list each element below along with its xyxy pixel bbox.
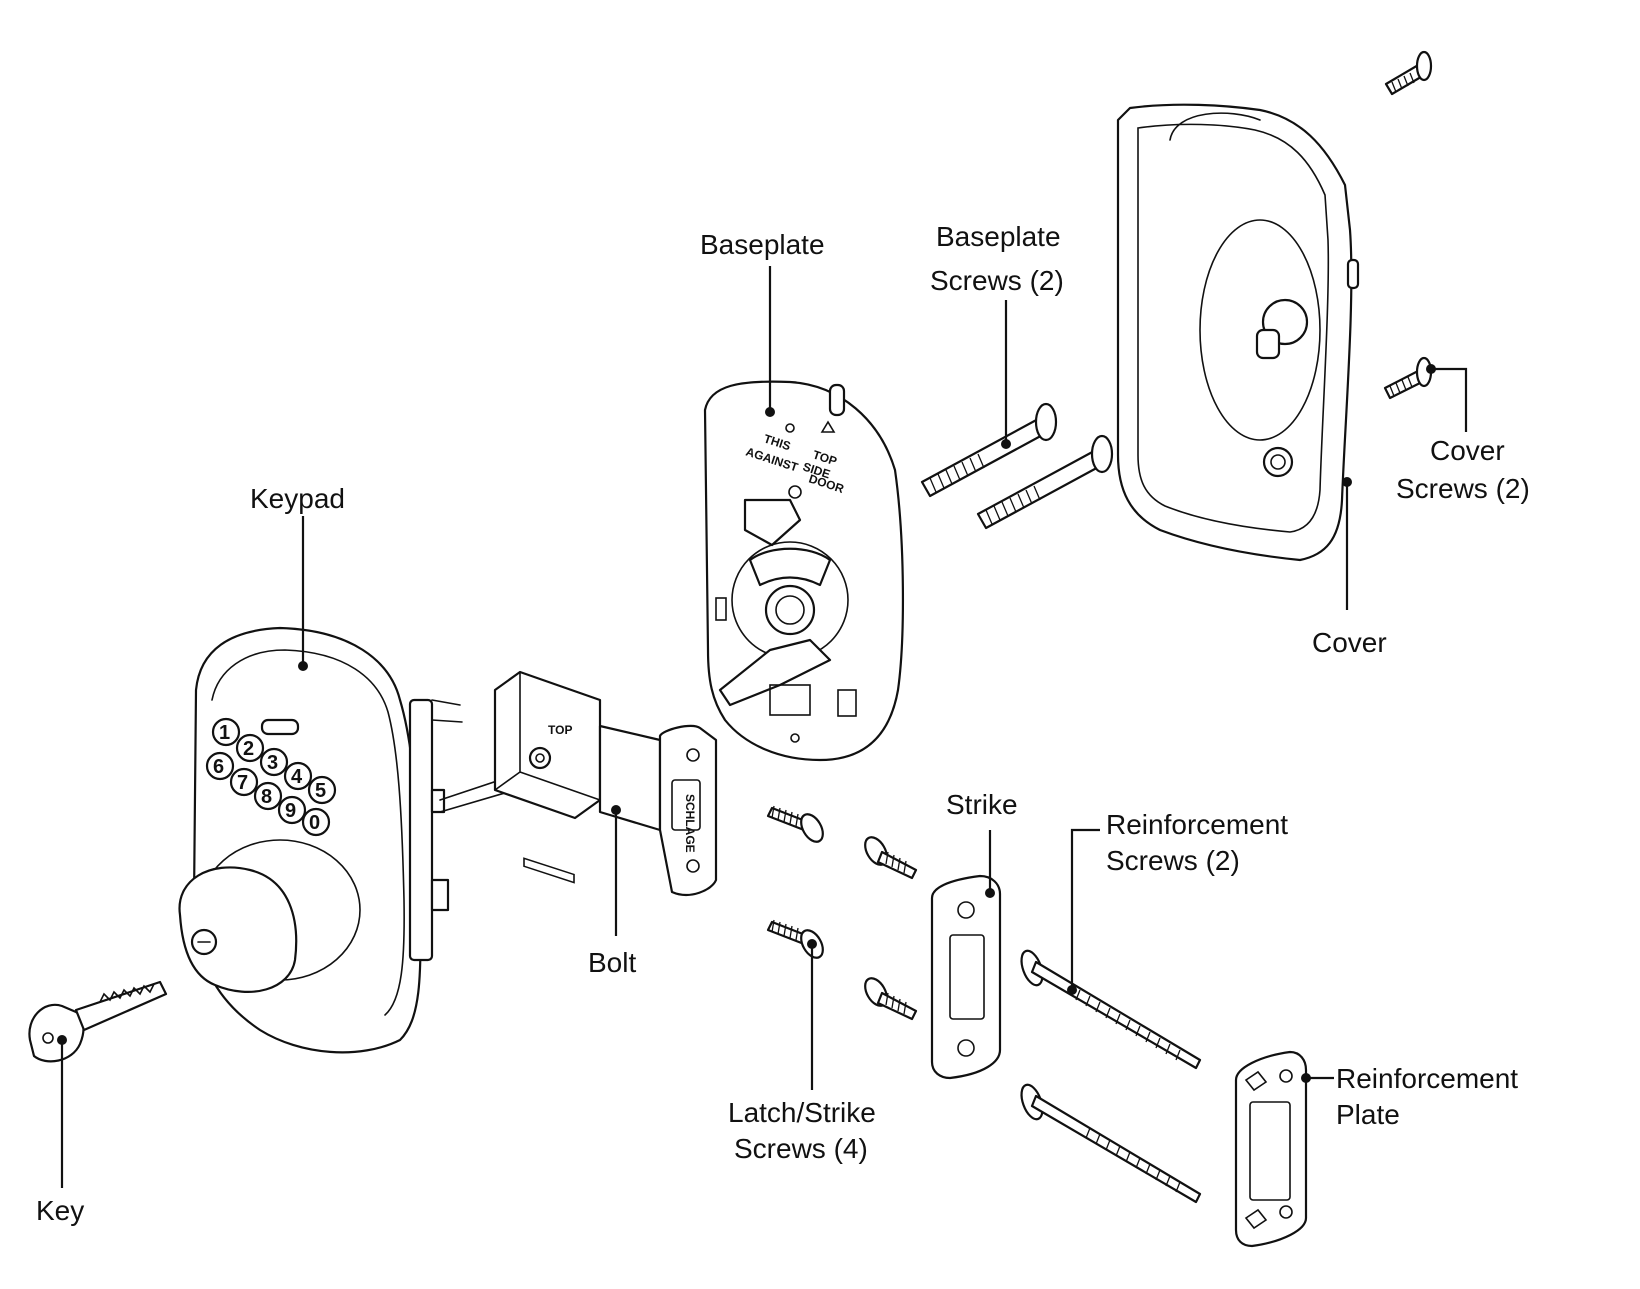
svg-text:3: 3 (267, 752, 278, 774)
keypad-part: 1 2 3 4 5 6 7 8 9 0 (178, 626, 516, 1054)
latch-strike-screw-2 (864, 836, 918, 880)
svg-text:6: 6 (213, 756, 224, 778)
label-reinforcement-screws-line1: Reinforcement (1106, 809, 1288, 840)
cover-part (1116, 103, 1360, 562)
label-cover-screws-line2: Screws (2) (1396, 473, 1530, 504)
baseplate-screw-upper (920, 402, 1058, 498)
cover-screw-top (1384, 50, 1433, 96)
label-reinforcement-screws-line2: Screws (2) (1106, 845, 1240, 876)
reinforcement-screw-lower (1020, 1083, 1202, 1204)
svg-text:TOP: TOP (548, 723, 572, 737)
label-reinforcement-plate-line2: Plate (1336, 1099, 1400, 1130)
svg-text:1: 1 (219, 722, 230, 744)
key-part (28, 980, 168, 1063)
svg-text:8: 8 (261, 786, 272, 808)
reinforcement-screw-upper (1020, 949, 1202, 1070)
label-baseplate: Baseplate (700, 229, 825, 260)
label-cover: Cover (1312, 627, 1387, 658)
label-reinforcement-plate-line1: Reinforcement (1336, 1063, 1518, 1094)
label-key: Key (36, 1195, 84, 1226)
bolt-part: TOP SCHLAGE (493, 670, 718, 897)
svg-text:2: 2 (243, 738, 254, 760)
label-baseplate-screws-line1: Baseplate (936, 221, 1061, 252)
svg-text:SCHLAGE: SCHLAGE (683, 794, 697, 853)
latch-strike-screw-4 (864, 977, 918, 1021)
label-bolt: Bolt (588, 947, 636, 978)
strike-part (930, 874, 1002, 1080)
cover-screws-leader (1431, 367, 1468, 432)
svg-text:5: 5 (315, 780, 326, 802)
latch-strike-screw-3 (766, 919, 824, 959)
label-keypad: Keypad (250, 483, 345, 514)
reinforcement-plate-part (1234, 1050, 1308, 1248)
label-baseplate-screws-line2: Screws (2) (930, 265, 1064, 296)
label-latch-strike-screws-line1: Latch/Strike (728, 1097, 876, 1128)
latch-strike-screw-1 (766, 805, 824, 843)
svg-text:7: 7 (237, 772, 248, 794)
label-latch-strike-screws-line2: Screws (4) (734, 1133, 868, 1164)
svg-text:9: 9 (285, 800, 296, 822)
cover-screw-lower (1383, 356, 1433, 400)
svg-text:0: 0 (309, 812, 320, 834)
label-strike: Strike (946, 789, 1018, 820)
baseplate-screw-lower (976, 434, 1114, 530)
baseplate-part: THIS AGAINST TOP SIDE DOOR (703, 380, 905, 762)
keypad-buttons: 1 2 3 4 5 6 7 8 9 0 (205, 717, 337, 837)
svg-text:4: 4 (291, 766, 303, 788)
reinforcement-screws-leader (1070, 828, 1100, 990)
label-cover-screws-line1: Cover (1430, 435, 1505, 466)
